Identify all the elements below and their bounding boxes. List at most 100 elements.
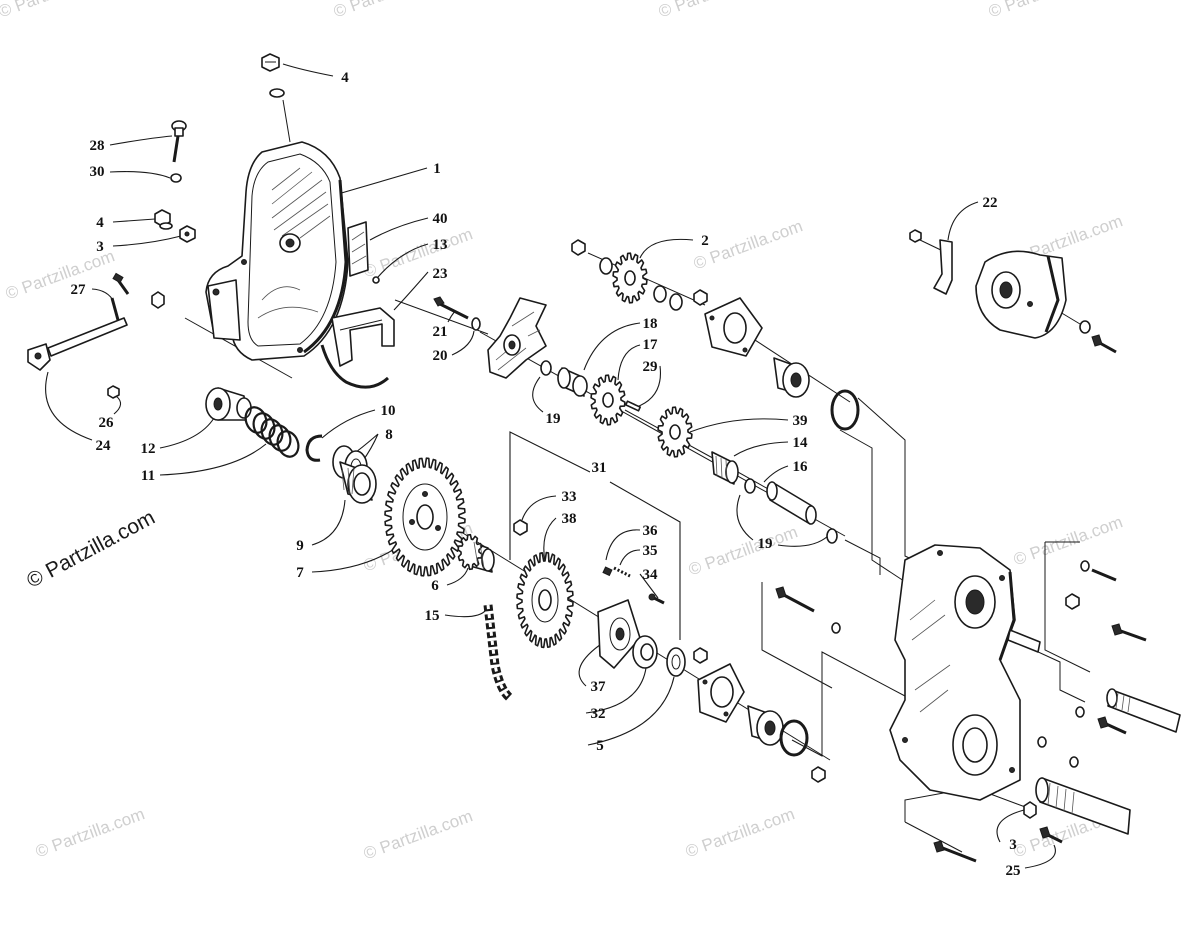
callout-25[interactable]: 25 xyxy=(1006,863,1021,879)
callout-30[interactable]: 30 xyxy=(90,164,105,180)
part-13-pin xyxy=(372,276,380,284)
watermark: © Partzilla.com xyxy=(361,806,475,863)
part-6-pinion xyxy=(457,533,495,573)
watermark: © Partzilla.com xyxy=(33,804,147,861)
part-20-washer xyxy=(471,317,481,331)
callout-32[interactable]: 32 xyxy=(591,706,606,722)
callout-1[interactable]: 1 xyxy=(433,161,441,177)
watermark-primary: © Partzilla.com xyxy=(23,506,159,593)
upper-sprocket-row xyxy=(571,239,708,311)
part-16-shaft xyxy=(766,481,817,525)
part-19-washer xyxy=(540,360,552,376)
callout-8[interactable]: 8 xyxy=(385,427,393,443)
callout-31[interactable]: 31 xyxy=(592,460,607,476)
callout-36[interactable]: 36 xyxy=(643,523,659,539)
callouts: 4 28 30 1 4 40 3 13 23 27 21 20 26 24 12… xyxy=(71,70,1021,879)
callout-20[interactable]: 20 xyxy=(433,348,448,364)
part-32-bearing xyxy=(632,635,658,669)
part-18-bushing xyxy=(557,367,588,397)
callout-23[interactable]: 23 xyxy=(433,266,448,282)
callout-16[interactable]: 16 xyxy=(793,459,809,475)
callout-3[interactable]: 3 xyxy=(96,239,104,255)
callout-29[interactable]: 29 xyxy=(643,359,658,375)
callout-22[interactable]: 22 xyxy=(983,195,998,211)
callout-33[interactable]: 33 xyxy=(562,489,577,505)
part-35-36-setscrew-spring xyxy=(602,566,631,578)
part-washer-small xyxy=(744,478,756,494)
part-21-bolt xyxy=(433,296,469,320)
part-9-bearing xyxy=(339,461,377,504)
part-22-bracket xyxy=(909,229,953,295)
callout-38[interactable]: 38 xyxy=(562,511,577,527)
callout-2[interactable]: 2 xyxy=(701,233,709,249)
watermark: © Partzilla.com xyxy=(361,224,475,281)
part-27-bolt xyxy=(110,272,165,321)
part-26-nut xyxy=(107,385,120,399)
callout-28[interactable]: 28 xyxy=(90,138,105,154)
callout-17[interactable]: 17 xyxy=(643,337,659,353)
part-12-cup xyxy=(205,387,252,421)
part-24-shift-shaft xyxy=(27,317,128,371)
callout-24[interactable]: 24 xyxy=(96,438,112,454)
watermark: © Partzilla.com xyxy=(986,0,1100,21)
part-5-washer xyxy=(666,647,686,677)
part-23-bracket xyxy=(331,307,395,367)
part-29-pin xyxy=(625,400,641,412)
part-1-chaincase-cover xyxy=(205,141,349,361)
part-38-sprocket xyxy=(516,551,574,649)
callout-34[interactable]: 34 xyxy=(643,567,659,583)
part-39-sprocket xyxy=(657,406,693,458)
watermark: © Partzilla.com xyxy=(686,522,800,579)
part-7-sprocket xyxy=(384,457,466,577)
callout-4[interactable]: 4 xyxy=(96,215,104,231)
cable xyxy=(320,344,389,389)
watermark: © Partzilla.com xyxy=(0,0,110,21)
callout-26[interactable]: 26 xyxy=(99,415,115,431)
callout-19[interactable]: 19 xyxy=(758,536,773,552)
parts xyxy=(27,53,1181,863)
part-19-washer-right xyxy=(826,528,838,544)
callout-5[interactable]: 5 xyxy=(596,738,604,754)
upper-flange-assembly xyxy=(704,297,860,431)
part-34-bolt xyxy=(648,593,665,605)
callout-37[interactable]: 37 xyxy=(591,679,607,695)
callout-7[interactable]: 7 xyxy=(296,565,304,581)
watermark: © Partzilla.com xyxy=(331,0,445,21)
callout-11[interactable]: 11 xyxy=(141,468,155,484)
part-4-nut xyxy=(154,209,173,230)
part-17-sprocket xyxy=(590,374,626,426)
chaincase-housing xyxy=(889,544,1041,801)
mounting-bracket xyxy=(487,297,547,379)
lower-flange-assembly xyxy=(693,647,809,757)
callout-19[interactable]: 19 xyxy=(546,411,561,427)
callout-3[interactable]: 3 xyxy=(1009,837,1017,853)
watermark: © Partzilla.com xyxy=(1011,512,1125,569)
part-28-dipstick xyxy=(171,120,187,163)
callout-10[interactable]: 10 xyxy=(381,403,396,419)
part-3-nut xyxy=(179,225,196,243)
callout-21[interactable]: 21 xyxy=(433,324,448,340)
upper-right-housing xyxy=(975,250,1117,354)
callout-9[interactable]: 9 xyxy=(296,538,304,554)
part-10-circlip xyxy=(305,434,323,462)
callout-14[interactable]: 14 xyxy=(793,435,809,451)
part-33-nut xyxy=(513,519,528,536)
callout-13[interactable]: 13 xyxy=(433,237,448,253)
callout-4[interactable]: 4 xyxy=(341,70,349,86)
part-37-hub xyxy=(597,599,641,669)
callout-6[interactable]: 6 xyxy=(431,578,439,594)
part-4-fill-cap xyxy=(261,53,285,98)
callout-15[interactable]: 15 xyxy=(425,608,440,624)
part-14-needle-bearing xyxy=(711,451,739,485)
callout-39[interactable]: 39 xyxy=(793,413,808,429)
part-40-plate xyxy=(347,221,369,277)
watermark: © Partzilla.com xyxy=(656,0,770,21)
watermark: © Partzilla.com xyxy=(683,804,797,861)
callout-27[interactable]: 27 xyxy=(71,282,87,298)
callout-40[interactable]: 40 xyxy=(433,211,448,227)
right-fasteners xyxy=(775,560,1181,863)
callout-35[interactable]: 35 xyxy=(643,543,658,559)
callout-18[interactable]: 18 xyxy=(643,316,658,332)
callout-12[interactable]: 12 xyxy=(141,441,156,457)
